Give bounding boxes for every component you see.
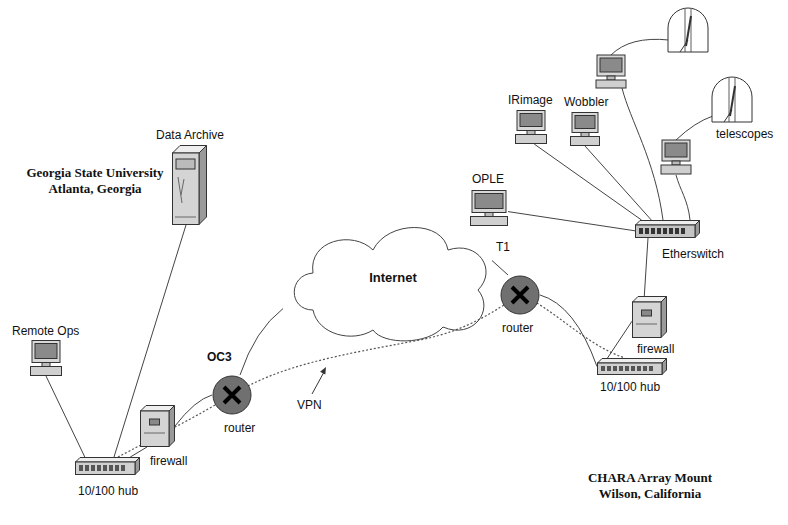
network-link xyxy=(240,309,283,375)
network-link xyxy=(585,146,651,220)
device-label: Etherswitch xyxy=(662,247,724,261)
tunnel-label: VPN xyxy=(297,398,322,412)
telescope-wire xyxy=(611,39,669,55)
firewall-icon-shape xyxy=(140,405,175,447)
link-label: T1 xyxy=(494,240,512,254)
network-link xyxy=(114,225,186,457)
computer-icon-shape xyxy=(470,190,508,226)
router-icon: router xyxy=(212,375,252,415)
hub-icon-shape xyxy=(75,457,140,475)
network-link xyxy=(644,238,648,296)
computer-icon: Remote Ops xyxy=(30,340,62,376)
device-label: IRimage xyxy=(508,93,553,107)
switch-icon-shape xyxy=(635,220,700,238)
telescope-computer xyxy=(661,140,691,174)
telescope-wire xyxy=(676,175,690,220)
telescope-computer xyxy=(596,55,626,88)
network-link xyxy=(46,376,85,457)
server-icon: Data Archive xyxy=(172,145,207,225)
network-link xyxy=(534,144,641,220)
telescope-wire xyxy=(676,116,713,140)
router-icon-shape xyxy=(212,375,252,415)
computer-icon: IRimage xyxy=(515,110,547,144)
telescope-dome xyxy=(668,8,708,52)
network-link xyxy=(540,295,597,367)
firewall-icon: firewall xyxy=(140,405,175,447)
device-label: 10/100 hub xyxy=(600,380,660,394)
computer-icon-shape xyxy=(515,110,547,144)
network-link xyxy=(175,395,212,426)
cloud-label: Internet xyxy=(369,271,417,285)
firewall-icon: firewall xyxy=(632,296,667,338)
device-label: router xyxy=(502,321,533,335)
device-label: Wobbler xyxy=(564,95,608,109)
device-label: 10/100 hub xyxy=(78,484,138,498)
telescope-label: telescopes xyxy=(716,127,773,141)
device-label: OPLE xyxy=(472,172,504,186)
vpn-pointer-head xyxy=(320,367,326,375)
hub-icon: 10/100 hub xyxy=(597,358,667,375)
switch-icon: Etherswitch xyxy=(635,220,700,238)
computer-icon-shape xyxy=(570,112,600,146)
device-label: router xyxy=(224,421,255,435)
vpn-tunnel xyxy=(118,295,625,457)
internet-cloud: Internet xyxy=(283,215,492,345)
vpn-pointer xyxy=(312,372,324,394)
device-label: firewall xyxy=(150,454,187,468)
device-label: Data Archive xyxy=(156,128,224,142)
device-label: Remote Ops xyxy=(12,324,79,338)
telescope-dome xyxy=(712,77,752,122)
computer-icon-shape xyxy=(30,340,62,376)
location-heading: CHARA Array Mount Wilson, California xyxy=(570,470,730,502)
location-heading: Georgia State University Atlanta, Georgi… xyxy=(15,165,175,197)
router-icon: router xyxy=(500,275,540,315)
network-link xyxy=(508,212,635,231)
link-label: OC3 xyxy=(205,350,234,364)
firewall-icon-shape xyxy=(632,296,667,338)
computer-icon: Wobbler xyxy=(570,112,600,146)
server-icon-shape xyxy=(172,145,207,225)
network-link xyxy=(130,447,147,457)
hub-icon-shape xyxy=(597,358,667,375)
network-link xyxy=(608,321,633,358)
router-icon-shape xyxy=(500,275,540,315)
device-label: firewall xyxy=(637,342,674,356)
computer-icon: OPLE xyxy=(470,190,508,226)
telescope-wire xyxy=(622,88,663,220)
hub-icon: 10/100 hub xyxy=(75,457,140,475)
network-link xyxy=(492,261,508,276)
